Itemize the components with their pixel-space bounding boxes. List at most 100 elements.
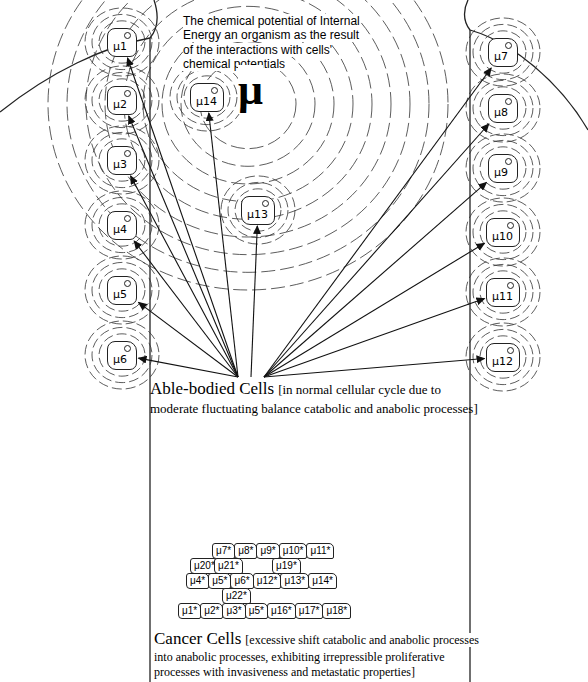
contour-line <box>466 198 540 266</box>
cell-box: μ9 <box>488 154 518 183</box>
contour-line <box>99 269 145 311</box>
node-label: μ16* <box>271 605 292 616</box>
cancer-cell: μ22* <box>222 588 251 604</box>
nucleus-circle <box>506 98 512 104</box>
cancer-cell: μ18* <box>322 603 351 619</box>
cancer-cell: μ1* <box>178 603 201 619</box>
node-label: μ8 <box>494 106 508 119</box>
node-label: μ21* <box>218 560 239 571</box>
cancer-cell: μ7* <box>212 543 235 559</box>
contour-line <box>99 334 145 376</box>
cell-box: μ12 <box>486 343 520 372</box>
contour-line <box>86 0 410 255</box>
caption-node: Able-bodied Cells [in normal cellular cy… <box>150 378 485 420</box>
connector-arrow <box>139 302 239 377</box>
contour-group <box>48 0 540 391</box>
contour-line <box>85 126 159 194</box>
contour-line <box>480 147 526 189</box>
contour-line <box>124 0 372 219</box>
caption-heading: Cancer Cells <box>154 629 241 648</box>
contour-line <box>85 191 159 259</box>
node-label: μ14 <box>196 95 217 108</box>
cell-nucleus <box>504 97 513 106</box>
contour-line <box>466 323 540 391</box>
nucleus-circle <box>125 280 131 286</box>
node-label: μ11 <box>492 290 513 303</box>
connector-arrow <box>264 299 485 377</box>
nucleus-circle <box>508 282 514 288</box>
nucleus-circle <box>125 32 131 38</box>
contour-line <box>235 189 281 231</box>
cell-nucleus <box>506 346 515 355</box>
cell-nucleus <box>123 279 132 288</box>
connector-arrow <box>134 241 238 377</box>
contour-line <box>466 258 540 326</box>
node-label: μ22* <box>226 590 247 601</box>
node-label: μ18* <box>326 605 347 616</box>
connector-arrow <box>139 358 239 377</box>
cell-box: μ7 <box>488 38 518 67</box>
contour-line <box>92 132 152 187</box>
node-label: μ14* <box>312 575 333 586</box>
node-label: μ4 <box>113 223 127 236</box>
node-label: μ19* <box>276 560 297 571</box>
contour-line <box>466 134 540 202</box>
nucleus-circle <box>263 200 269 206</box>
node-label: μ12* <box>257 575 278 586</box>
cell-nucleus <box>123 89 132 98</box>
node-label: μ17* <box>299 605 320 616</box>
title: The chemical potential of Internal Energ… <box>183 14 360 71</box>
cancer-cell: μ10* <box>279 543 308 559</box>
node-label: μ1* <box>182 605 197 616</box>
node-label: Able-bodied Cells <box>150 379 274 398</box>
node-label: μ2 <box>113 98 127 111</box>
contour-line <box>48 0 448 290</box>
contour-line <box>184 76 230 118</box>
contour-line <box>480 271 526 313</box>
contour-line <box>92 72 152 127</box>
cancer-cell: μ5* <box>245 603 268 619</box>
cancer-cell: μ13* <box>280 573 309 589</box>
connector-arrow <box>129 116 238 377</box>
cell-nucleus <box>123 344 132 353</box>
cell-box: μ13 <box>241 196 275 225</box>
contour-line <box>466 74 540 142</box>
node-label: μ13 <box>247 208 268 221</box>
contour-line <box>473 24 533 79</box>
nucleus-circle <box>212 87 218 93</box>
connector-arrow <box>251 226 257 377</box>
cell-nucleus <box>504 157 513 166</box>
connector-arrow <box>264 359 485 378</box>
node-label: μ10 <box>492 230 513 243</box>
nucleus-circle <box>125 150 131 156</box>
connector-arrow <box>131 176 238 377</box>
nucleus-circle <box>125 90 131 96</box>
contour-line <box>466 18 540 86</box>
node-label: μ11* <box>310 545 330 556</box>
potential-symbol-block: μ <box>238 66 263 114</box>
contour-line <box>221 176 295 244</box>
cell-nucleus <box>123 31 132 40</box>
cancer-cell: μ3* <box>222 603 245 619</box>
contour-line <box>177 69 237 124</box>
cancer-cell: μ14* <box>308 573 337 589</box>
cell-box: μ4 <box>107 211 137 240</box>
node-label: μ4* <box>190 575 205 586</box>
cancer-cell: μ5* <box>208 573 231 589</box>
neck-line <box>465 0 471 30</box>
nucleus-circle <box>506 42 512 48</box>
cancer-cell: μ17* <box>295 603 324 619</box>
connector-arrow <box>264 243 485 377</box>
cancer-cell: μ16* <box>267 603 296 619</box>
node-label: μ5* <box>212 575 227 586</box>
node-label: μ13* <box>284 575 305 586</box>
cancer-cell: μ2* <box>200 603 223 619</box>
contour-line <box>473 80 533 135</box>
shoulder-line <box>470 30 588 130</box>
cancer-cell: μ19* <box>272 558 301 574</box>
cancer-cell: μ6* <box>230 573 253 589</box>
cell-nucleus <box>123 149 132 158</box>
contour-line <box>170 63 244 131</box>
node-label: μ3* <box>226 605 241 616</box>
